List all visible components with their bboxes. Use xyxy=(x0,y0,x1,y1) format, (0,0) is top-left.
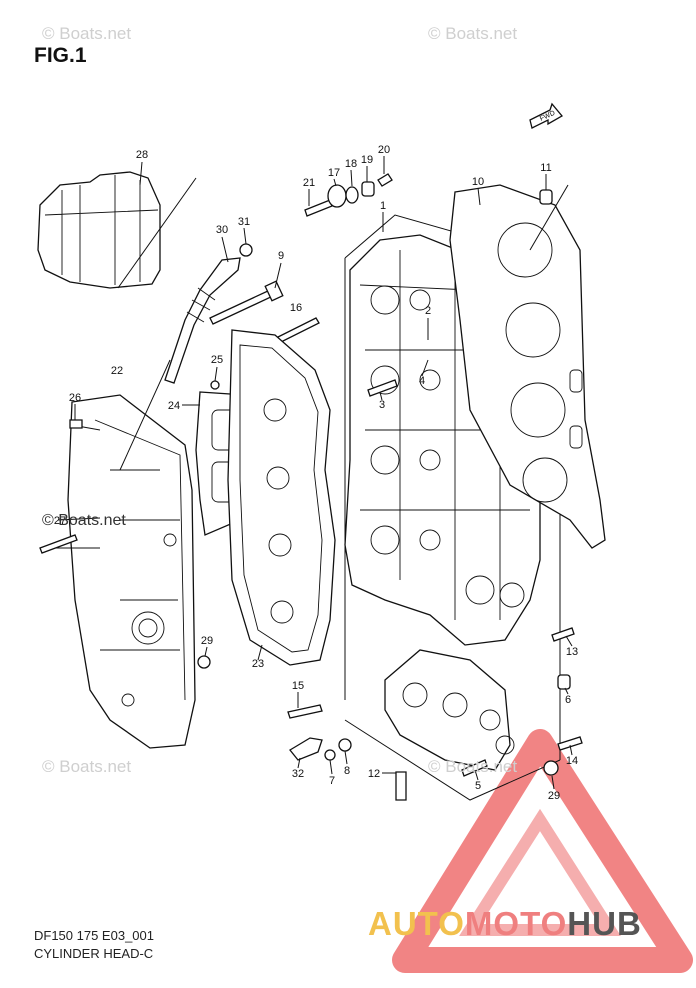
part-28-cover xyxy=(37,171,197,289)
watermark-top-left: © Boats.net xyxy=(42,24,132,43)
bolt-14 xyxy=(557,736,583,751)
figure-title: FIG.1 xyxy=(34,44,87,67)
sensor-32 xyxy=(289,737,323,761)
callout-26: 26 xyxy=(69,392,81,404)
callout-28: 28 xyxy=(136,149,148,161)
callout-9: 9 xyxy=(278,250,284,262)
watermark-bottom-right: © Boats.net xyxy=(428,757,518,776)
parts-17-21 xyxy=(304,173,393,217)
watermark-top-right: © Boats.net xyxy=(428,24,518,43)
nut-29-left xyxy=(197,655,211,669)
callout-17: 17 xyxy=(328,167,340,179)
nut-29-right xyxy=(543,760,559,776)
callout-8: 8 xyxy=(344,765,350,777)
callout-16: 16 xyxy=(290,302,302,314)
callout-29-left: 29 xyxy=(201,635,213,647)
callout-23: 23 xyxy=(252,658,264,670)
brand-part-auto: AUTO xyxy=(368,905,465,942)
bolt-9 xyxy=(209,280,284,325)
bolt-26 xyxy=(69,419,83,429)
callout-5: 5 xyxy=(475,780,481,792)
washer-7 xyxy=(324,749,336,761)
callout-7: 7 xyxy=(329,775,335,787)
bolt-12 xyxy=(395,771,407,801)
callout-11: 11 xyxy=(540,162,551,174)
callout-10: 10 xyxy=(472,176,484,188)
callout-6: 6 xyxy=(565,694,571,706)
callout-12: 12 xyxy=(368,768,380,780)
bolt-5 xyxy=(461,759,488,777)
callout-20: 20 xyxy=(378,144,390,156)
callout-31: 31 xyxy=(238,216,250,228)
callout-25: 25 xyxy=(211,354,223,366)
callout-19: 19 xyxy=(361,154,373,166)
autohub-triangle-logo xyxy=(392,729,693,973)
callout-32: 32 xyxy=(292,768,304,780)
gasket-23 xyxy=(227,329,336,666)
autohub-brand-text: AUTOMOTOHUB xyxy=(368,905,642,943)
watermark-bottom-left: © Boats.net xyxy=(42,757,132,776)
callout-21: 21 xyxy=(303,177,315,189)
callouts: 28 31 30 9 16 25 24 22 26 27 29 23 15 32… xyxy=(54,144,578,802)
callout-27: 27 xyxy=(54,515,66,527)
gasket-10 xyxy=(449,184,606,549)
washer-8 xyxy=(338,738,352,752)
callout-14: 14 xyxy=(566,755,578,767)
callout-22: 22 xyxy=(111,365,123,377)
bolt-16 xyxy=(275,317,320,344)
callout-24: 24 xyxy=(168,400,180,412)
callout-3: 3 xyxy=(379,399,385,411)
part-30-hose xyxy=(164,243,253,384)
watermark-middle: © Boats.net xyxy=(42,512,126,529)
callout-2: 2 xyxy=(425,305,431,317)
bolt-27 xyxy=(39,534,78,554)
bolt-13 xyxy=(551,627,575,642)
callout-29-right: 29 xyxy=(548,790,560,802)
callout-4: 4 xyxy=(419,375,425,387)
figure-caption: CYLINDER HEAD-C xyxy=(34,946,154,961)
brand-part-hub: HUB xyxy=(567,905,642,942)
fwd-arrow-icon: FWD xyxy=(529,102,563,129)
callout-15: 15 xyxy=(292,680,304,692)
bolt-15 xyxy=(287,704,323,719)
dowel-6 xyxy=(557,674,571,690)
callout-13: 13 xyxy=(566,646,578,658)
part-22-head-cover xyxy=(67,394,196,749)
brand-part-moto: MOTO xyxy=(464,905,568,942)
callout-18: 18 xyxy=(345,158,357,170)
callout-1: 1 xyxy=(380,200,386,212)
figure-code: DF150 175 E03_001 xyxy=(34,928,154,943)
part-5-housing xyxy=(384,649,515,771)
bolt-3 xyxy=(367,379,398,397)
callout-30: 30 xyxy=(216,224,228,236)
